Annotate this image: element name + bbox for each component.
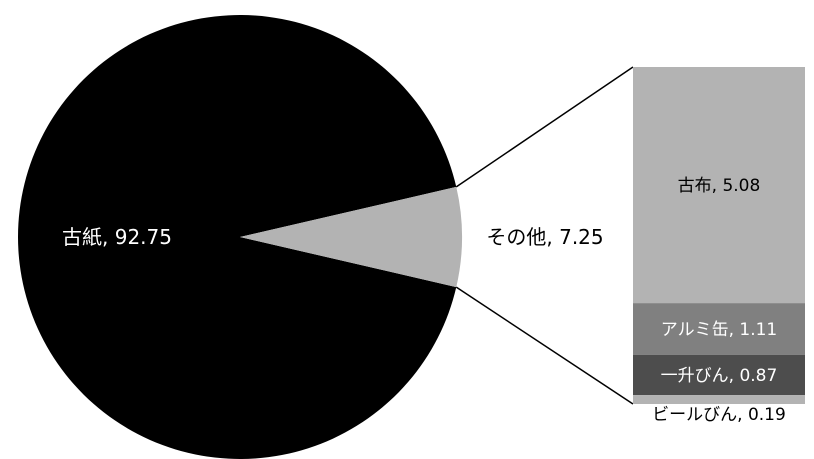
pie-slice-other [240, 186, 463, 288]
connector-lines [455, 66, 634, 405]
bar-label-1: アルミ缶, 1.11 [661, 320, 778, 340]
pie-label-other: その他, 7.25 [486, 225, 603, 249]
breakdown-bar [633, 67, 805, 404]
bar-label-2: 一升びん, 0.87 [661, 366, 778, 386]
bar-segment-0 [633, 67, 805, 304]
pie-slice-main [18, 14, 457, 459]
pie-label-main: 古紙, 92.75 [62, 225, 172, 249]
connector-line-bottom [455, 286, 634, 405]
data-labels: 古紙, 92.75 その他, 7.25 古布, 5.08 アルミ缶, 1.11 一升びん… [62, 176, 786, 425]
bar-segment-2 [633, 354, 805, 396]
connector-line-top [455, 66, 634, 188]
bar-label-0: 古布, 5.08 [678, 176, 761, 196]
bar-segment-1 [633, 303, 805, 355]
bar-label-3: ビールびん, 0.19 [652, 405, 786, 425]
bar-segment-3 [633, 395, 805, 404]
pie [18, 14, 463, 459]
